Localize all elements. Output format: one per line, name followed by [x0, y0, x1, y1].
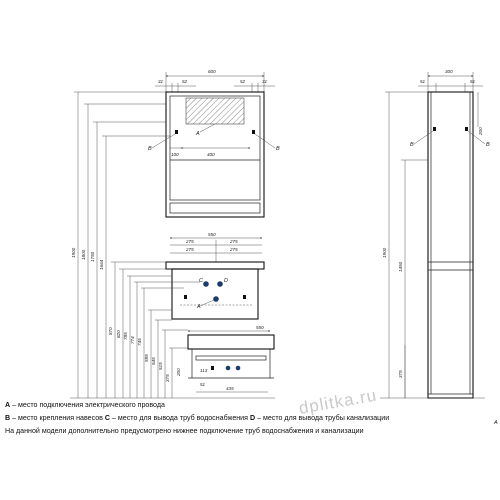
side-label-b-right: B — [486, 142, 490, 148]
front-mirror-cabinet: 600 31 52 52 31 A 100 400 B B — [148, 69, 280, 218]
side-height-total: 1900 — [382, 247, 387, 258]
height-595: 595 — [144, 354, 149, 362]
mirror-top-right-b: 31 — [262, 79, 268, 84]
legend-text-c: – место для вывода труб водоснабжения — [110, 414, 250, 422]
mirror-top-left-b: 52 — [182, 79, 188, 84]
side-width-dim: 300 — [445, 69, 453, 74]
height-1900: 1900 — [71, 247, 76, 258]
height-545: 545 — [151, 357, 156, 365]
legend-key-b: B — [5, 414, 11, 422]
mirror-label-b-left: B — [148, 146, 152, 152]
height-745: 745 — [137, 338, 142, 346]
mirror-mid-center: 400 — [207, 152, 215, 157]
height-1664: 1664 — [99, 259, 104, 270]
legend-text-a: – место подключения электрического прово… — [10, 401, 165, 409]
vanity-top2-right: 275 — [229, 247, 238, 252]
vanity-top2-left: 275 — [185, 247, 194, 252]
legend-line-note: На данной модели дополнительно предусмот… — [5, 427, 364, 435]
vanity-label-a: A — [196, 304, 201, 310]
height-774: 774 — [130, 336, 135, 344]
vanity-shelf-width: 550 — [256, 325, 264, 330]
vanity-top-left: 275 — [185, 239, 194, 244]
mirror-label-b-right: B — [276, 146, 280, 152]
side-label-b-left: B — [410, 142, 414, 148]
mirror-top-left-a: 31 — [158, 79, 164, 84]
legend: A – место подключения электрического про… — [5, 399, 425, 438]
vanity-side-h3: 51 — [200, 382, 206, 387]
height-870: 870 — [108, 327, 113, 335]
side-top-right: 51 — [470, 79, 476, 84]
legend-line-bcd: B – место крепления навесов C – место дл… — [5, 412, 425, 425]
height-785: 785 — [123, 332, 128, 340]
legend-text-d: – место для вывода трубы канализации — [255, 414, 390, 422]
height-820: 820 — [116, 330, 121, 338]
mirror-mid-left: 100 — [171, 152, 179, 157]
vanity-label-c: C — [199, 278, 203, 284]
height-375: 375 — [165, 374, 170, 382]
side-label-a: A — [493, 420, 498, 426]
legend-line-a: A – место подключения электрического про… — [5, 399, 425, 412]
side-dim-200: 200 — [478, 127, 483, 136]
legend-key-a: A — [5, 401, 11, 409]
height-515: 515 — [158, 362, 163, 370]
vanity-side-h1: 200 — [176, 368, 181, 377]
height-1750: 1750 — [90, 251, 95, 262]
mirror-width-dim: 600 — [208, 69, 216, 74]
side-height-legs: 375 — [398, 370, 403, 378]
legend-text-b: – место крепления навесов — [10, 414, 105, 422]
side-top-left: 51 — [420, 79, 426, 84]
side-height-body: 1450 — [398, 261, 403, 272]
height-1800: 1800 — [81, 249, 86, 260]
side-tall-cabinet: 300 51 51 B B 200 1900 1450 375 A — [380, 69, 498, 426]
legend-key-c: C — [104, 414, 111, 422]
vanity-top-right: 275 — [229, 239, 238, 244]
vanity-bottom-width: 435 — [226, 386, 234, 391]
legend-key-d: D — [249, 414, 256, 422]
front-vanity: 550 275 275 275 275 C D A 550 — [165, 232, 275, 393]
vanity-label-d: D — [224, 278, 228, 284]
vanity-side-h2: 113 — [200, 368, 208, 373]
vanity-width-dim: 550 — [208, 232, 216, 237]
mirror-label-a: A — [195, 131, 200, 137]
vertical-dimensions: 1900 1800 1750 1664 870 820 785 774 745 — [70, 91, 275, 399]
mirror-top-right-a: 52 — [240, 79, 246, 84]
